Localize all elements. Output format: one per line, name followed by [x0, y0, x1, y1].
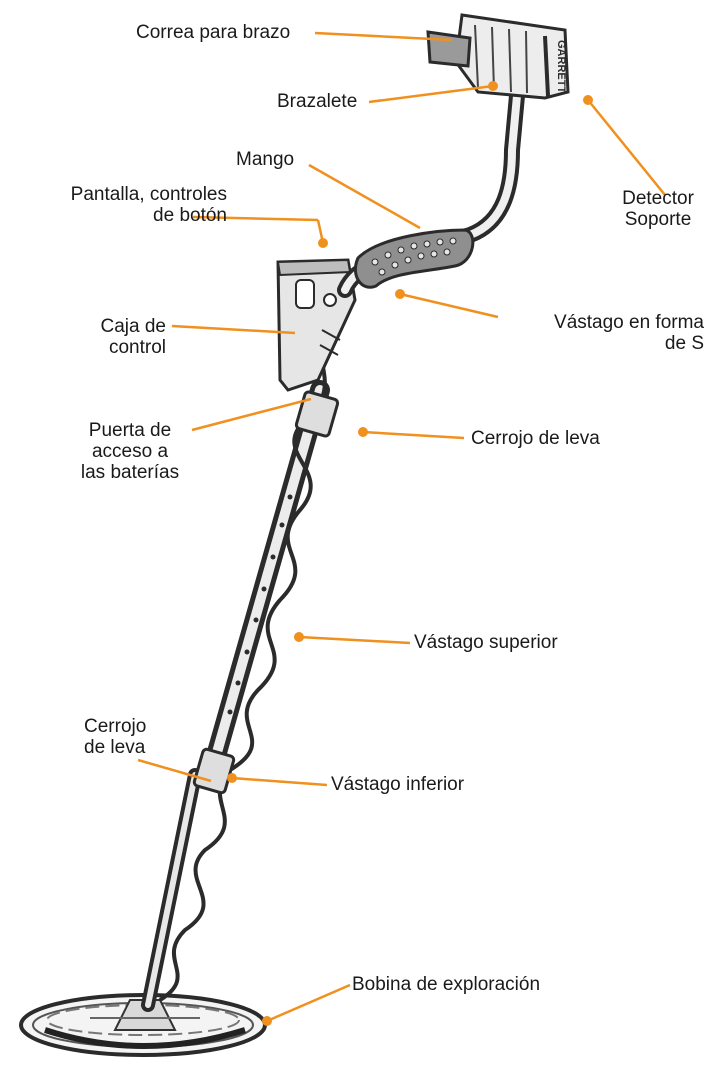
label-vastago-superior: Vástago superior	[414, 632, 558, 653]
label-bobina-de-exploracion: Bobina de exploración	[352, 974, 540, 995]
label-caja-de-control: Caja de control	[80, 316, 166, 358]
brand-marking: GARRETT	[555, 40, 567, 93]
arm-cuff	[456, 15, 568, 98]
label-cerrojo-de-leva-superior: Cerrojo de leva	[471, 428, 600, 449]
label-correa-para-brazo: Correa para brazo	[136, 22, 290, 43]
label-brazalete: Brazalete	[277, 91, 357, 112]
label-detector-soporte: Detector Soporte	[610, 188, 706, 230]
label-mango: Mango	[236, 149, 294, 170]
label-pantalla-controles: Pantalla, controles de botón	[51, 184, 227, 226]
label-vastago-inferior: Vástago inferior	[331, 774, 464, 795]
leader-lines	[138, 33, 665, 1021]
handle-grip	[355, 230, 472, 287]
arm-strap	[428, 32, 470, 66]
cam-lock-lower	[193, 748, 234, 793]
upper-shaft	[212, 390, 320, 770]
cam-lock-upper	[295, 391, 338, 437]
label-puerta-de-acceso: Puerta de acceso a las baterías	[72, 420, 188, 483]
lower-shaft	[148, 775, 195, 1005]
label-vastago-en-forma-de-s: Vástago en forma de S	[500, 312, 704, 354]
label-cerrojo-de-leva-inferior: Cerrojo de leva	[84, 716, 146, 758]
